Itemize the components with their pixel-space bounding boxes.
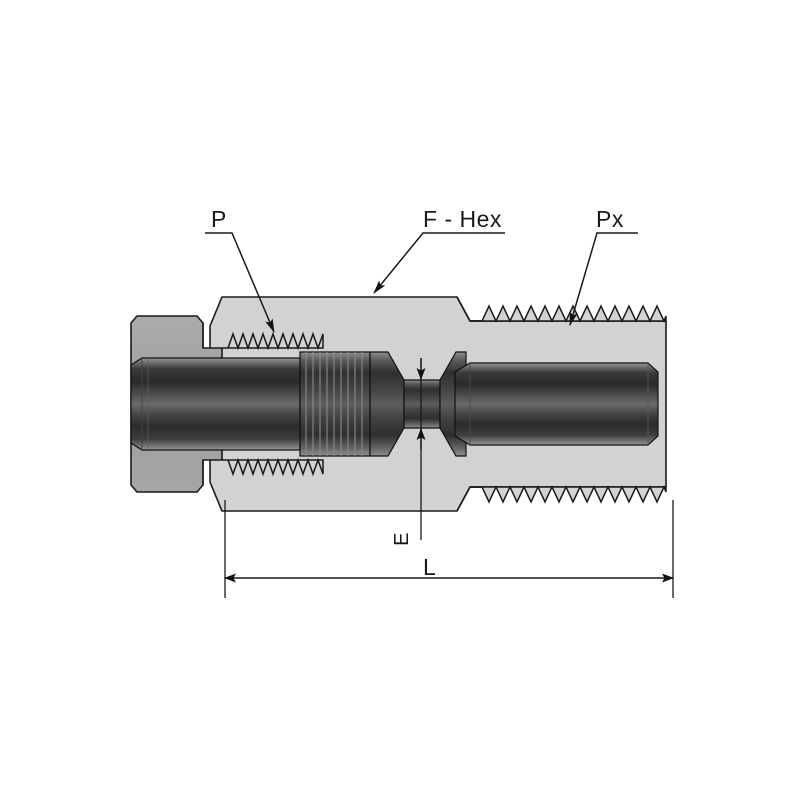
leader-line-p [205,232,275,333]
thread-profile-top-right [470,304,667,323]
bore-right-tube [454,362,659,446]
thread-profile-bottom-right [470,485,667,504]
callout-label-f-hex: F - Hex [423,206,502,232]
callout-leaders [205,232,638,333]
thread-profile-bottom-left [222,457,324,477]
internal-thread-rings [305,352,363,456]
ferrule-body [299,351,371,457]
leader-line-f-hex [373,232,505,294]
callout-label-px: Px [596,206,624,232]
right-thread-bottom [470,485,667,504]
dimension-label-l: L [423,554,437,580]
bore-left-tube [130,357,301,451]
callout-label-p: P [211,206,227,232]
right-thread-top [470,304,667,323]
dimension-L [224,500,674,598]
dimension-label-e: E [390,532,413,546]
thread-profile-top-left [222,331,324,351]
left-thread-top [222,331,324,351]
bore-throat-neck [369,351,467,457]
leader-line-px [569,232,638,326]
left-thread-bottom [222,457,324,477]
bore-left-body [130,357,301,451]
bore-right-body [454,362,659,446]
bore-threaded-ferrule [299,351,371,457]
throat-waist [403,379,441,429]
